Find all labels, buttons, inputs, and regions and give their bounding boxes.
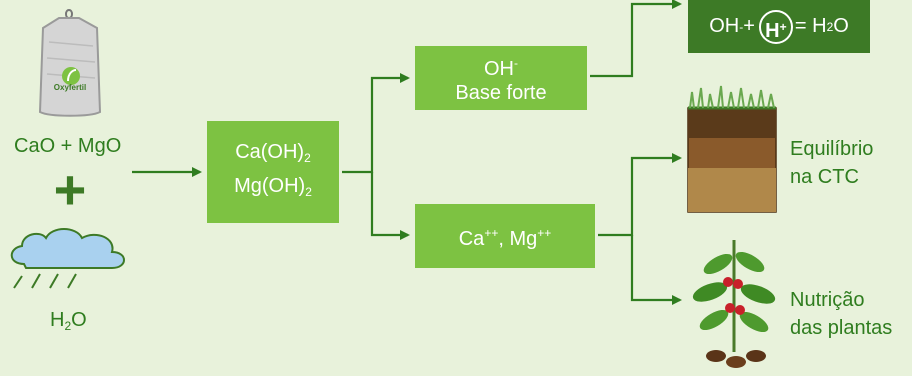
arrow-to-cations (370, 172, 410, 240)
rain-cloud-icon (10, 228, 125, 289)
base-forte-box: OH- Base forte (415, 46, 587, 110)
water-label: H2O (50, 308, 87, 338)
calcium-hydroxide: Ca(OH)2 (235, 141, 311, 165)
hydroxides-box: Ca(OH)2 Mg(OH)2 (207, 121, 339, 223)
arrow-to-ctc (598, 153, 682, 237)
coffee-plant-icon (692, 240, 776, 368)
water-sub: 2 (64, 319, 72, 333)
hydroxyl-ion: OH- (484, 56, 518, 80)
arrow-to-base-forte (342, 73, 410, 174)
cations-label: Ca++, Mg++ (458, 226, 552, 250)
arrow-to-neutralization (590, 0, 682, 78)
hydrogen-ion-circle: H+ (758, 9, 793, 44)
base-forte-label: Base forte (455, 82, 547, 104)
water-base: H (50, 309, 65, 331)
nutrition-outcome-label: Nutrição das plantas (790, 289, 893, 339)
magnesium-hydroxide: Mg(OH)2 (234, 175, 312, 199)
ctc-outcome-label: Equilíbrio na CTC (790, 138, 874, 188)
bag-brand-label: Oxyfertil (53, 83, 87, 92)
soil-block-icon (687, 85, 777, 213)
oxides-label: CaO + MgO (14, 135, 122, 157)
arrow-to-nutrition (630, 235, 682, 305)
cations-box: Ca++, Mg++ (415, 204, 595, 268)
plus-sign: + (53, 158, 87, 221)
water-tail: O (71, 309, 87, 331)
fertilizer-bag-icon (38, 9, 102, 117)
